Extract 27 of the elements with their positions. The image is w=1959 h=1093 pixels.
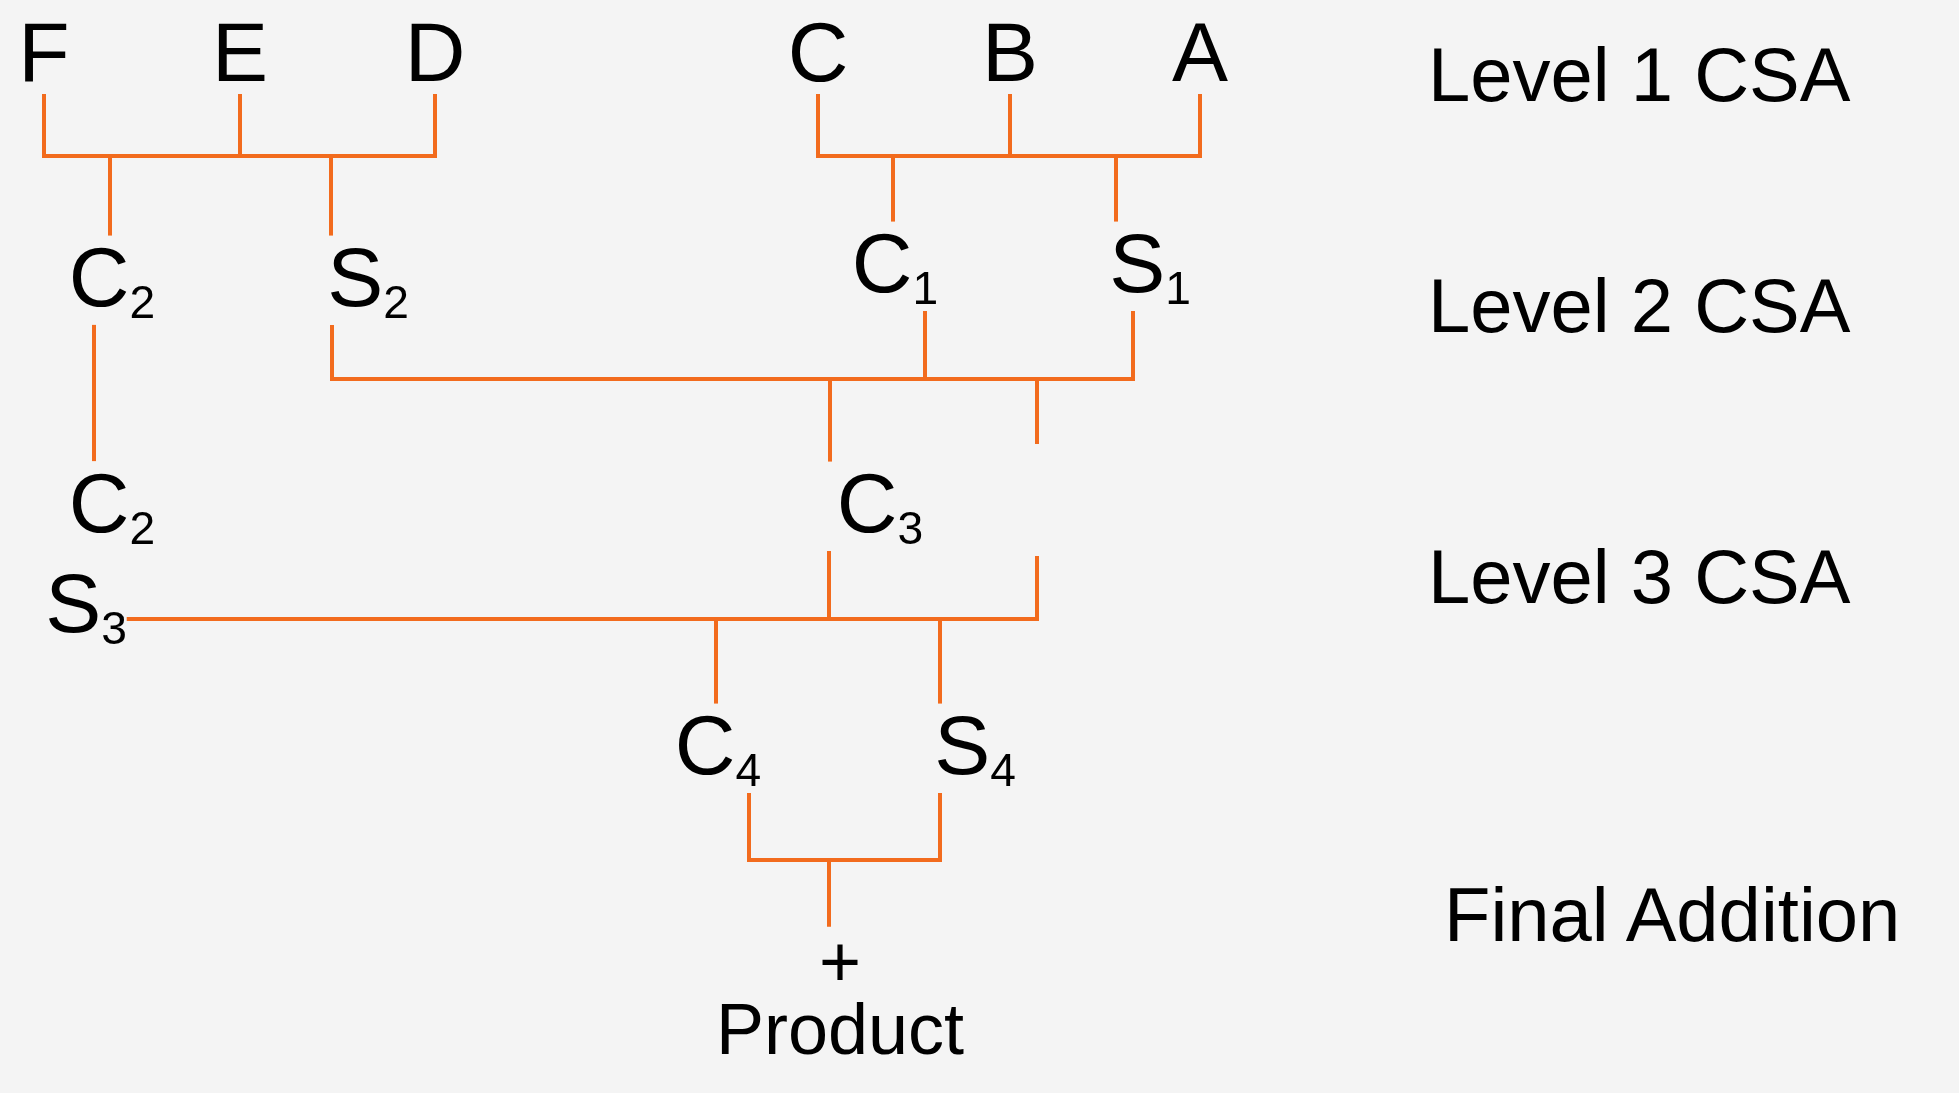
node-label: C$_{1}$: [851, 221, 939, 311]
node-label: B: [982, 10, 1038, 94]
operator-symbol: +: [818, 926, 862, 995]
connector-line: [92, 324, 96, 462]
result-label: Product: [715, 995, 965, 1064]
node-label: C: [787, 10, 849, 94]
node-label: S$_{3}$: [45, 561, 127, 651]
connector-line: [1035, 310, 1135, 444]
node-label: F: [18, 10, 70, 94]
node-label: D: [404, 10, 466, 94]
node-label: E: [212, 10, 268, 94]
node-label: C$_{2}$: [68, 461, 156, 551]
node-label: C$_{2}$: [68, 235, 156, 325]
level-label: Level 2 CSA: [1428, 268, 1851, 344]
node-label: C$_{4}$: [674, 703, 762, 793]
connector-line: [1114, 94, 1202, 222]
level-label: Level 1 CSA: [1428, 37, 1851, 113]
level-label: Final Addition: [1444, 877, 1901, 953]
node-label: S$_{4}$: [934, 703, 1016, 793]
connector-line: [827, 792, 942, 927]
level-label: Level 3 CSA: [1428, 539, 1851, 615]
connector-line: [938, 556, 1039, 704]
node-label: A: [1172, 10, 1228, 94]
node-label: S$_{1}$: [1109, 221, 1191, 311]
node-label: C$_{3}$: [836, 461, 924, 551]
node-label: S$_{2}$: [327, 235, 409, 325]
connector-line: [329, 94, 437, 236]
